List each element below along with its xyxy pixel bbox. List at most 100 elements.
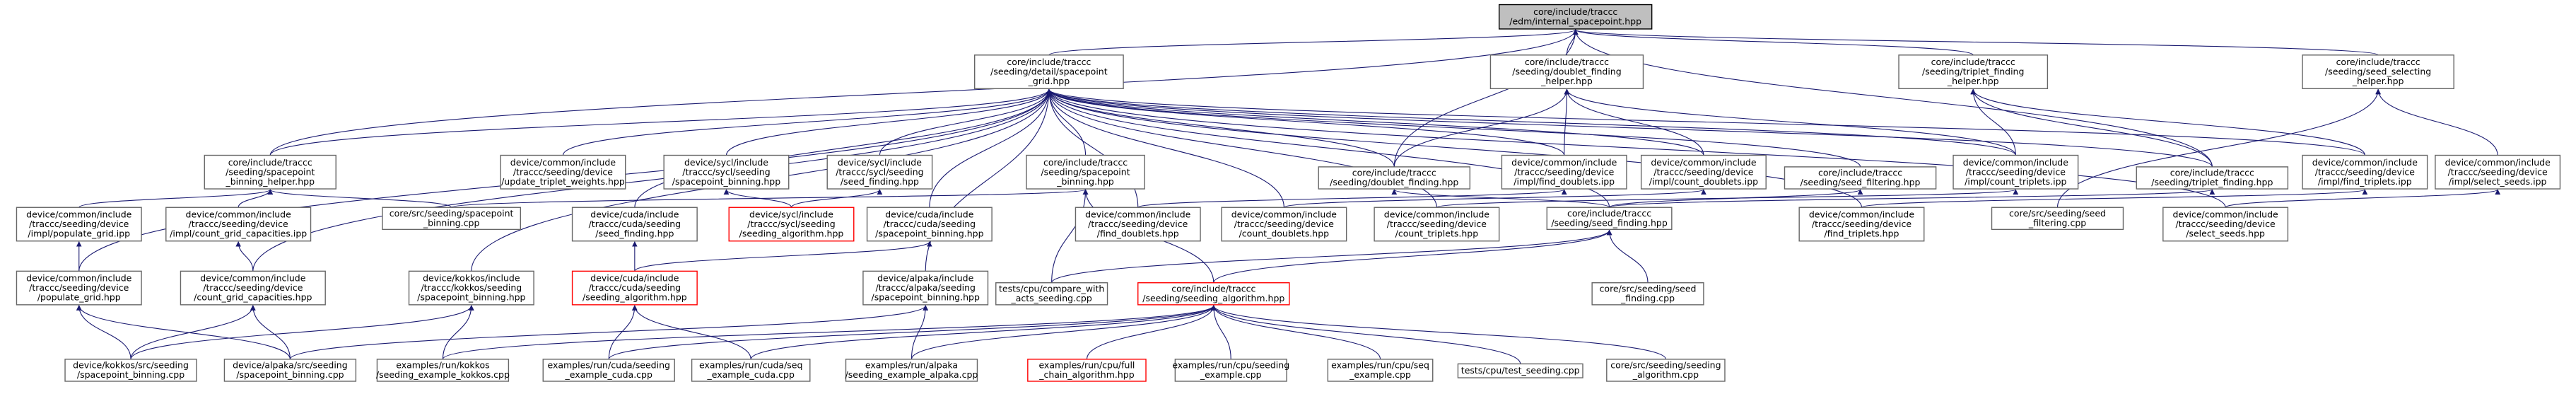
graph-edge (723, 189, 792, 208)
graph-node-label: /spacepoint_binning.hpp (872, 292, 980, 303)
graph-node[interactable]: core/src/seeding/seed_filtering.cpp (1991, 207, 2124, 231)
graph-node-label: /seeding/detail/spacepoint (990, 66, 1108, 77)
graph-node[interactable]: core/include/traccc/seeding/seed_filteri… (1784, 166, 1937, 190)
graph-node[interactable]: device/alpaka/include/traccc/alpaka/seed… (862, 270, 989, 306)
graph-node-label: /spacepoint_binning.hpp (672, 176, 780, 187)
graph-node-label: /seeding/seed_filtering.hpp (1801, 177, 1921, 187)
graph-node[interactable]: device/common/include/traccc/seeding/dev… (165, 207, 312, 242)
graph-node[interactable]: device/cuda/include/traccc/cuda/seeding/… (571, 270, 698, 306)
graph-node-label: /seeding_example_kokkos.cpp (376, 369, 510, 380)
graph-node[interactable]: examples/run/cpu/full_chain_algorithm.hp… (1027, 359, 1147, 382)
graph-node-label: /spacepoint_binning.cpp (77, 369, 185, 380)
graph-node[interactable]: device/kokkos/src/seeding/spacepoint_bin… (64, 359, 197, 382)
graph-node[interactable]: device/common/include/traccc/seeding/dev… (1075, 207, 1201, 242)
graph-node-box (1953, 154, 2079, 190)
graph-edge (1609, 189, 2215, 208)
graph-node[interactable]: core/include/traccc/seeding/seed_selecti… (2302, 54, 2454, 90)
graph-node-label: examples/run/cpu/full (1038, 360, 1135, 371)
graph-node[interactable]: device/alpaka/src/seeding/spacepoint_bin… (223, 359, 357, 382)
graph-edge (1436, 189, 2018, 208)
graph-node[interactable]: device/cuda/include/traccc/cuda/seeding/… (571, 207, 698, 242)
graph-node-label: /seeding/triplet_finding (1922, 66, 2024, 77)
graph-node-box (500, 154, 626, 190)
graph-node[interactable]: core/include/traccc/seeding/seeding_algo… (1137, 282, 1290, 306)
graph-node[interactable]: examples/run/cuda/seeding_example_cuda.c… (542, 359, 675, 382)
graph-node[interactable]: tests/cpu/compare_with_acts_seeding.cpp (995, 282, 1108, 306)
graph-node-label: core/include/traccc (1931, 57, 2015, 67)
graph-node-box (1026, 154, 1145, 190)
graph-node-box (2162, 207, 2289, 242)
graph-node[interactable]: device/cuda/include/traccc/cuda/seeding/… (866, 207, 993, 242)
graph-node[interactable]: device/common/include/traccc/seeding/dev… (1221, 207, 1347, 242)
graph-edge (1572, 29, 2213, 167)
graph-node[interactable]: device/common/include/traccc/seeding/dev… (1953, 154, 2079, 190)
graph-node-label: device/sycl/include (684, 157, 768, 168)
graph-node[interactable]: device/sycl/include/traccc/sycl/seeding/… (826, 154, 933, 190)
graph-node-label: /traccc/sycl/seeding (836, 166, 923, 177)
graph-node[interactable]: device/common/include/traccc/seeding/dev… (2302, 154, 2428, 190)
graph-node[interactable]: tests/cpu/test_seeding.cpp (1457, 363, 1583, 378)
graph-node-box (16, 207, 142, 242)
graph-edge (76, 305, 131, 359)
graph-node[interactable]: device/common/include/traccc/seeding/dev… (1374, 207, 1500, 242)
graph-node[interactable]: examples/run/alpaka/seeding_example_alpa… (845, 359, 978, 382)
graph-node-label: core/include/traccc (1818, 168, 1902, 178)
graph-node-label: _example_cuda.cpp (565, 369, 652, 380)
graph-node[interactable]: device/common/include/traccc/seeding/dev… (1501, 154, 1627, 190)
graph-node[interactable]: core/src/seeding/seed_finding.cpp (1591, 282, 1704, 306)
graph-node[interactable]: device/sycl/include/traccc/sycl/seeding/… (663, 154, 790, 190)
graph-node-label: /spacepoint_binning.cpp (236, 369, 344, 380)
graph-node[interactable]: core/include/traccc/seeding/doublet_find… (1318, 166, 1471, 190)
graph-node[interactable]: core/include/traccc/seeding/doublet_find… (1489, 54, 1644, 90)
graph-node[interactable]: device/common/include/traccc/seeding/dev… (2435, 154, 2561, 190)
graph-edge (634, 241, 932, 272)
graph-node[interactable]: core/include/traccc/seeding/spacepoint_b… (204, 154, 336, 190)
graph-node-label: device/cuda/include (590, 273, 679, 284)
graph-node-label: /traccc/seeding/device (1234, 219, 1334, 229)
graph-node-label: examples/run/alpaka (865, 360, 958, 371)
graph-node-box (64, 359, 197, 382)
graph-node[interactable]: device/common/include/traccc/seeding/dev… (16, 270, 142, 306)
graph-node[interactable]: device/common/include/traccc/seeding/dev… (180, 270, 326, 306)
graph-edge (1046, 88, 2213, 168)
graph-node-box (845, 359, 978, 382)
graph-node[interactable]: device/kokkos/include/traccc/kokkos/seed… (408, 270, 534, 306)
graph-node[interactable]: examples/run/cpu/seq_example.cpp (1327, 359, 1434, 382)
graph-node-label: device/common/include (2173, 209, 2279, 219)
graph-edge (1970, 88, 2213, 167)
graph-node-label: /traccc/seeding/device (1653, 166, 1753, 177)
graph-edge (2225, 189, 2500, 208)
graph-node-label: /spacepoint_binning.hpp (875, 228, 983, 238)
graph-node[interactable]: core/include/traccc/seeding/triplet_find… (1898, 54, 2049, 90)
graph-node[interactable]: device/common/include/traccc/seeding/dev… (16, 207, 142, 242)
graph-node[interactable]: device/common/include/traccc/seeding/dev… (2162, 207, 2289, 242)
graph-node-label: /traccc/sycl/seeding (682, 166, 770, 177)
graph-node-box (1457, 363, 1583, 378)
graph-node[interactable]: core/include/traccc/seeding/detail/space… (974, 54, 1124, 90)
graph-node-label: /seeding/spacepoint (226, 166, 315, 177)
graph-node[interactable]: device/common/include/traccc/seeding/dev… (1798, 207, 1925, 242)
graph-node-box (826, 154, 933, 190)
graph-node[interactable]: device/sycl/include/traccc/sycl/seeding/… (728, 207, 855, 242)
graph-node-label: /seeding/doublet_finding.hpp (1330, 177, 1458, 187)
graph-edge (78, 189, 273, 208)
graph-node[interactable]: core/include/traccc/seeding/triplet_find… (2136, 166, 2289, 190)
graph-node-box (995, 282, 1108, 306)
graph-node[interactable]: core/src/seeding/spacepoint_binning.cpp (382, 207, 522, 231)
graph-node[interactable]: device/common/include/traccc/seeding/dev… (1640, 154, 1767, 190)
graph-node-box (382, 207, 522, 231)
graph-node-box (1501, 154, 1627, 190)
graph-node-box (1174, 359, 1287, 382)
graph-node-label: /seeding_algorithm.hpp (582, 292, 687, 303)
graph-node[interactable]: core/include/traccc/edm/internal_spacepo… (1498, 4, 1653, 30)
graph-node-label: device/common/include (1963, 157, 2069, 168)
graph-node[interactable]: core/include/traccc/seeding/spacepoint_b… (1026, 154, 1145, 190)
graph-node[interactable]: core/src/seeding/seeding_algorithm.cpp (1606, 359, 1726, 382)
graph-edge (1137, 189, 1567, 208)
graph-node[interactable]: device/common/include/traccc/seeding/dev… (500, 154, 626, 190)
graph-node[interactable]: examples/run/kokkos/seeding_example_kokk… (376, 359, 510, 382)
graph-node[interactable]: examples/run/cpu/seeding_example.cpp (1172, 359, 1289, 382)
graph-node-box (2435, 154, 2561, 190)
graph-node[interactable]: examples/run/cuda/seq_example_cuda.cpp (691, 359, 811, 382)
graph-node[interactable]: core/include/traccc/seeding/seed_finding… (1546, 207, 1673, 231)
